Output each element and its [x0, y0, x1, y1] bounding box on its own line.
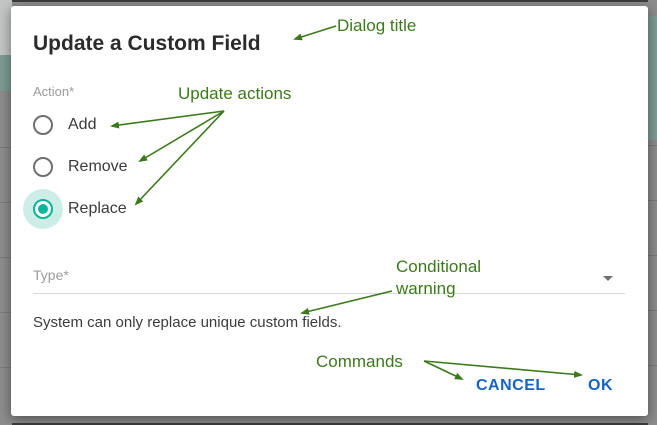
- conditional-warning-text: System can only replace unique custom fi…: [33, 314, 342, 331]
- backdrop-teal-block: [648, 16, 657, 140]
- radio-option-label: Replace: [68, 200, 127, 217]
- backdrop-left-strip: [0, 0, 12, 425]
- type-field-underline[interactable]: [33, 293, 625, 294]
- annotation-update-actions: Update actions: [178, 84, 292, 103]
- radio-option-replace[interactable]: Replace: [23, 189, 127, 229]
- backdrop-row-line: [648, 365, 657, 366]
- annotation-conditional-warning: Conditional warning: [396, 256, 481, 300]
- backdrop-row-line: [0, 202, 12, 203]
- dialog-title: Update a Custom Field: [33, 32, 261, 55]
- annotation-commands: Commands: [316, 352, 403, 371]
- radio-option-remove[interactable]: Remove: [33, 157, 128, 177]
- annotation-dialog-title: Dialog title: [337, 16, 417, 35]
- action-group-label: Action*: [33, 84, 75, 99]
- dropdown-caret-icon[interactable]: [603, 276, 613, 281]
- backdrop-right-strip: [648, 0, 657, 425]
- backdrop-teal-block: [0, 55, 12, 91]
- radio-dot: [38, 204, 48, 214]
- backdrop-row-line: [0, 147, 12, 148]
- radio-option-label: Remove: [68, 158, 128, 175]
- radio-option-label: Add: [68, 116, 97, 133]
- backdrop-segment: [0, 0, 12, 55]
- radio-option-add[interactable]: Add: [33, 115, 96, 135]
- backdrop-row-line: [0, 312, 12, 313]
- cancel-button[interactable]: CANCEL: [476, 377, 546, 394]
- radio-selected-icon[interactable]: [33, 199, 53, 219]
- update-custom-field-dialog: Update a Custom Field Action* Add Remove…: [11, 6, 648, 416]
- backdrop-row-line: [648, 310, 657, 311]
- radio-circle-icon[interactable]: [33, 157, 53, 177]
- backdrop-row-line: [648, 200, 657, 201]
- ok-button[interactable]: OK: [588, 377, 613, 394]
- radio-circle-icon[interactable]: [33, 115, 53, 135]
- type-field-label: Type*: [33, 267, 69, 283]
- annotation-conditional-line2: warning: [396, 279, 456, 298]
- backdrop-row-line: [0, 367, 12, 368]
- backdrop-row-line: [648, 255, 657, 256]
- backdrop-row-line: [648, 145, 657, 146]
- annotation-conditional-line1: Conditional: [396, 257, 482, 276]
- backdrop-row-line: [0, 257, 12, 258]
